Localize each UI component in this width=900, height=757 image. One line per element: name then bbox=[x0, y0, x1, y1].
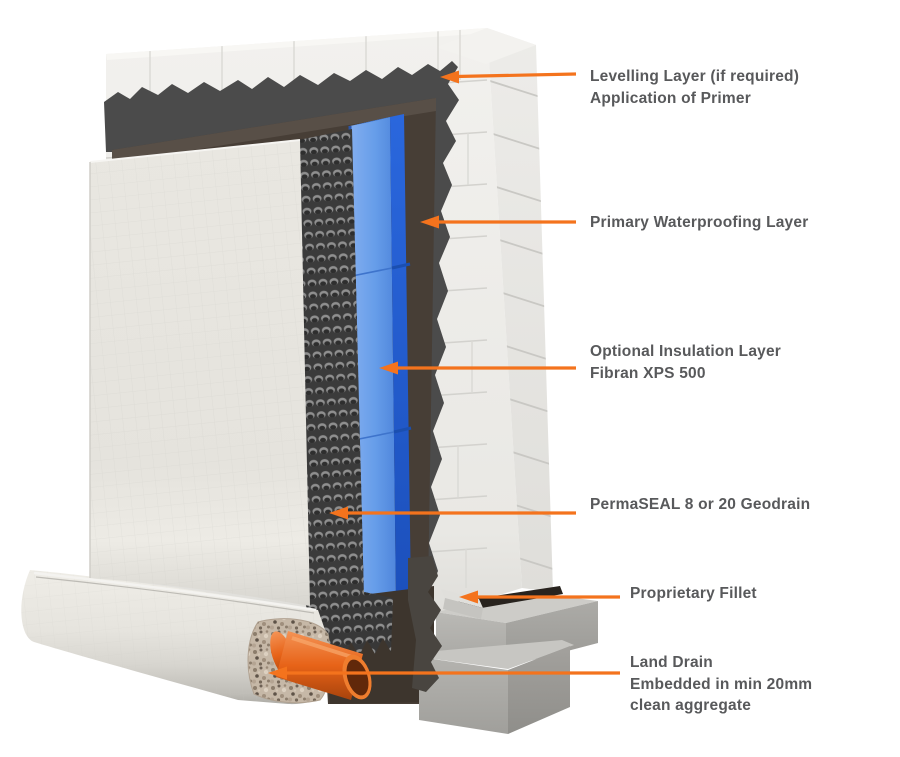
label-line: PermaSEAL 8 or 20 Geodrain bbox=[590, 496, 811, 513]
label-line: Fibran XPS 500 bbox=[590, 364, 706, 382]
annotation-label-levelling: Levelling Layer (if required) Applicatio… bbox=[590, 66, 799, 109]
protection-sheet bbox=[33, 139, 317, 614]
membrane-drape bbox=[408, 556, 442, 692]
arrow-levelling bbox=[440, 70, 577, 84]
fillet bbox=[441, 589, 483, 619]
geodrain-membrane bbox=[294, 129, 364, 606]
annotation-label-fillet: Proprietary Fillet bbox=[630, 583, 757, 605]
label-line: Application of Primer bbox=[590, 89, 751, 107]
arrow-land-drain bbox=[268, 666, 620, 680]
annotation-label-insulation: Optional Insulation Layer Fibran XPS 500 bbox=[590, 341, 781, 384]
land-drain-pipe bbox=[270, 631, 372, 700]
annotation-label-waterproofing: Primary Waterproofing Layer bbox=[590, 212, 808, 234]
label-line: Proprietary Fillet bbox=[630, 585, 757, 602]
label-line: Land Drain bbox=[630, 654, 713, 671]
arrow-fillet bbox=[459, 590, 620, 604]
annotation-label-land-drain: Land Drain Embedded in min 20mm clean ag… bbox=[630, 652, 812, 717]
label-line: clean aggregate bbox=[630, 697, 752, 714]
label-line: Primary Waterproofing Layer bbox=[590, 214, 809, 231]
concrete-footing bbox=[419, 586, 598, 734]
label-line: Optional Insulation Layer bbox=[590, 343, 782, 360]
label-line: Embedded in min 20mm bbox=[630, 675, 813, 693]
membrane-base-strip bbox=[455, 586, 563, 612]
arrow-geodrain bbox=[329, 506, 576, 520]
label-line: Levelling Layer (if required) bbox=[590, 68, 800, 85]
annotation-label-geodrain: PermaSEAL 8 or 20 Geodrain bbox=[590, 494, 810, 516]
annotation-arrows bbox=[268, 70, 620, 680]
arrow-insulation bbox=[379, 361, 576, 375]
insulation-board bbox=[348, 114, 412, 607]
arrow-waterproofing bbox=[420, 215, 576, 229]
mortar-joints-front bbox=[149, 30, 473, 588]
